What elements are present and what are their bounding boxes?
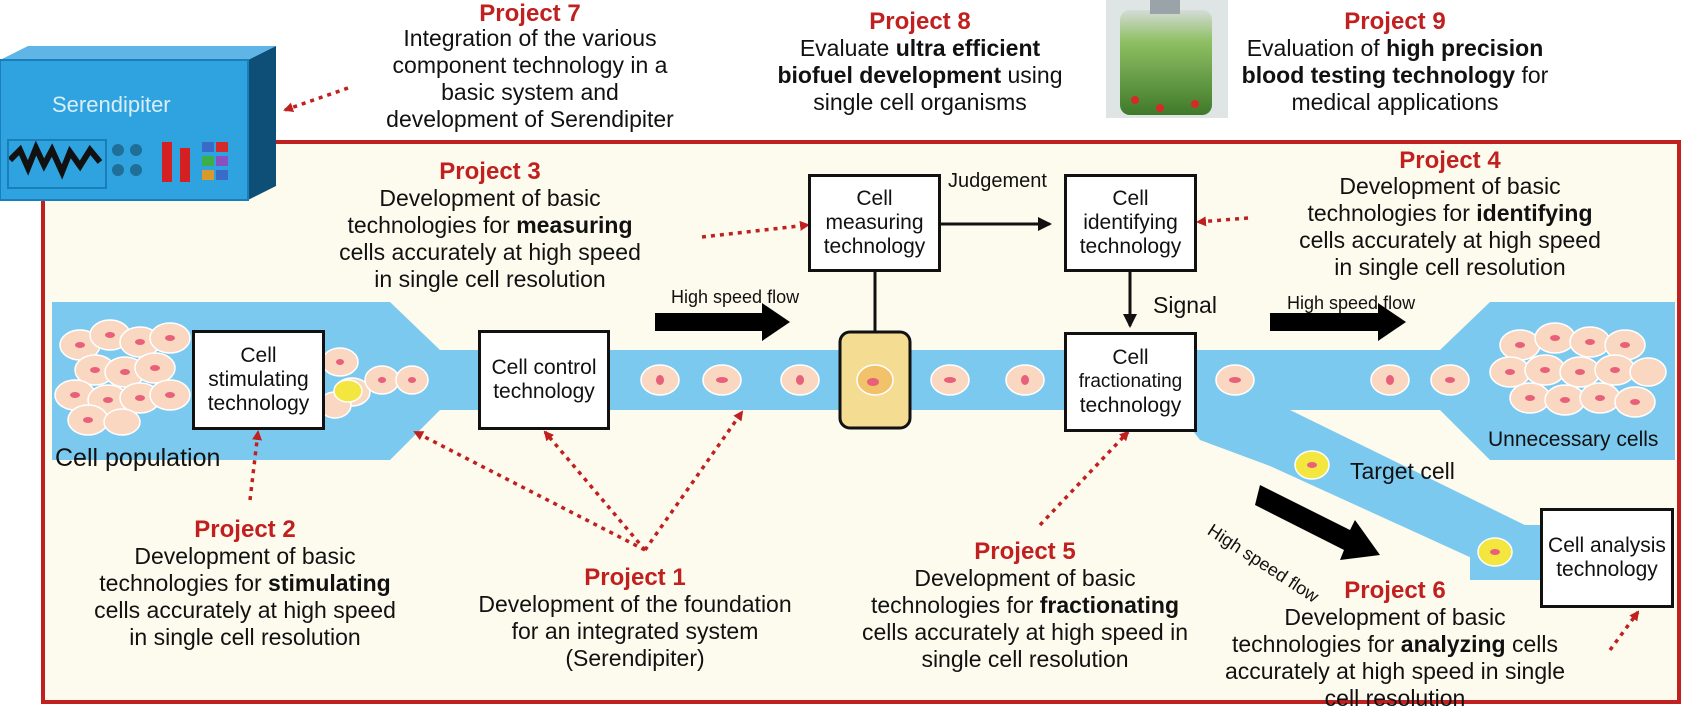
project-2-desc: Development of basic technologies for st… [94,543,396,650]
flow-arrow-3 [1255,485,1380,560]
waveform-icon [7,140,103,180]
bioreactor-photo [1106,0,1228,118]
project-8-desc: Evaluate ultra efficient biofuel develop… [777,35,1063,115]
device-brand: Serendipiter [52,92,171,117]
cell-cluster-left [54,319,429,436]
pointer-p1b [543,430,647,552]
project-6-title: Project 6 [1344,577,1446,604]
flow-label-1: High speed flow [671,287,800,307]
project-5-title: Project 5 [974,538,1076,565]
pointer-p1c [643,410,744,552]
project-9-desc: Evaluation of high precision blood testi… [1241,35,1549,115]
serendipiter-device [0,46,276,201]
project-9-title: Project 9 [1344,8,1446,35]
project-4-desc: Development of basic technologies for id… [1299,173,1601,280]
cell-population-label: Cell population [55,444,221,472]
unnecessary-cells-label: Unnecessary cells [1488,428,1659,451]
judgement-label: Judgement [948,170,1047,192]
pointer-p2 [248,430,263,501]
project-3-title: Project 3 [439,158,541,185]
project-7-title: Project 7 [479,0,581,27]
project-8-title: Project 8 [869,8,971,35]
pointer-p6 [1608,610,1640,652]
project-1-title: Project 1 [584,564,686,591]
pointer-p1a [413,430,646,552]
project-3-desc: Development of basic technologies for me… [339,185,641,292]
project-2-title: Project 2 [194,516,296,543]
pointer-p7 [283,86,349,113]
flow-label-2: High speed flow [1287,293,1416,313]
project-4-title: Project 4 [1399,147,1501,174]
project-5-desc: Development of basic technologies for fr… [861,565,1189,672]
flow-arrow-1 [655,303,790,341]
pointer-p5 [1038,430,1130,527]
flow-arrow-2 [1270,303,1406,341]
project-6-desc: Development of basic technologies for an… [1224,604,1566,711]
signal-label: Signal [1153,292,1217,318]
target-cell-marker [333,379,363,403]
target-cell-label: Target cell [1350,458,1455,484]
